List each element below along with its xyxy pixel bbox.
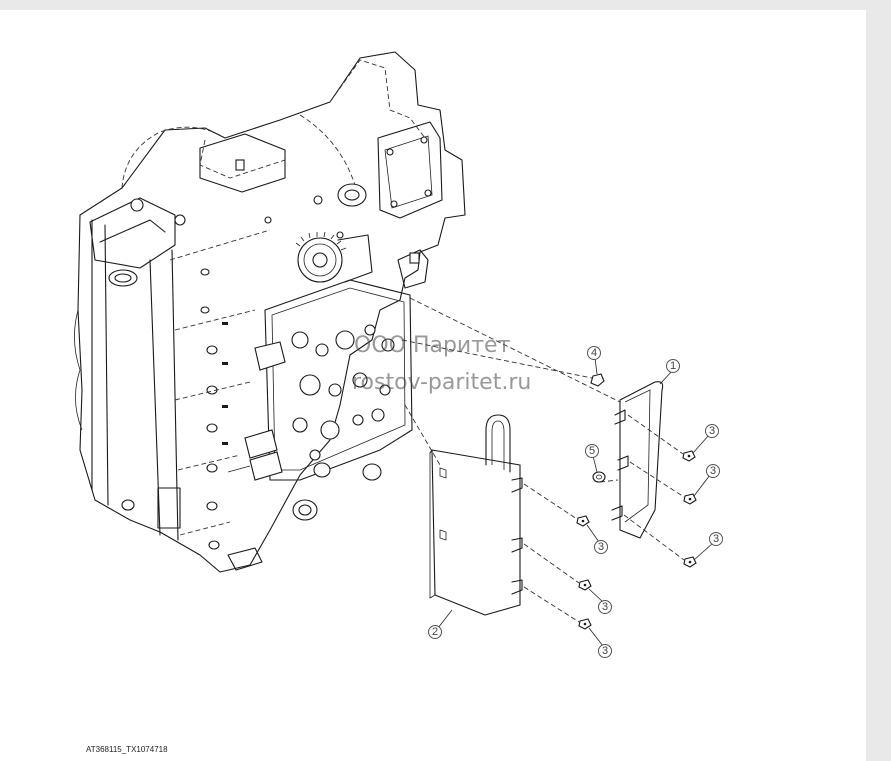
callout-3: 3 bbox=[594, 540, 608, 554]
svg-text:3: 3 bbox=[602, 645, 608, 657]
callout-3: 3 bbox=[709, 532, 723, 546]
screws-part-3 bbox=[576, 450, 697, 630]
cover-bracket-part-1 bbox=[611, 381, 664, 539]
svg-text:5: 5 bbox=[589, 445, 595, 457]
leader-lines bbox=[437, 357, 714, 647]
callout-3: 3 bbox=[598, 600, 612, 614]
shield-plate-part-2 bbox=[429, 414, 523, 616]
watermark-url: rostov-paritet.ru bbox=[352, 370, 532, 395]
watermark-company: ООО Паритет bbox=[354, 333, 511, 358]
callout-5: 5 bbox=[585, 444, 599, 458]
gear bbox=[295, 231, 347, 283]
spacer-part-5 bbox=[592, 471, 606, 483]
valve-body-holes bbox=[291, 324, 395, 461]
callout-3: 3 bbox=[705, 424, 719, 438]
svg-text:3: 3 bbox=[598, 541, 604, 553]
svg-text:3: 3 bbox=[602, 601, 608, 613]
svg-text:2: 2 bbox=[432, 626, 438, 638]
svg-text:3: 3 bbox=[709, 425, 715, 437]
nut-part-4 bbox=[590, 373, 605, 387]
transmission-housing bbox=[74, 51, 466, 573]
callout-4: 4 bbox=[587, 346, 601, 360]
svg-text:3: 3 bbox=[713, 533, 719, 545]
svg-text:4: 4 bbox=[591, 347, 597, 359]
svg-text:3: 3 bbox=[710, 465, 716, 477]
callout-1: 1 bbox=[666, 359, 680, 373]
callout-3: 3 bbox=[598, 644, 612, 658]
housing-bolts bbox=[200, 268, 228, 550]
callout-2: 2 bbox=[428, 625, 442, 639]
callout-3: 3 bbox=[706, 464, 720, 478]
exploded-parts-diagram: 1 2 3 3 3 3 3 3 4 5 bbox=[74, 51, 723, 658]
assembly-lines bbox=[401, 297, 685, 623]
solenoids bbox=[227, 341, 286, 481]
drawing-sheet: 1 2 3 3 3 3 3 3 4 5 ООО Паритет rostov-p… bbox=[0, 10, 866, 761]
figure-id: AT368115_TX1074718 bbox=[86, 745, 168, 754]
svg-text:1: 1 bbox=[670, 360, 676, 372]
